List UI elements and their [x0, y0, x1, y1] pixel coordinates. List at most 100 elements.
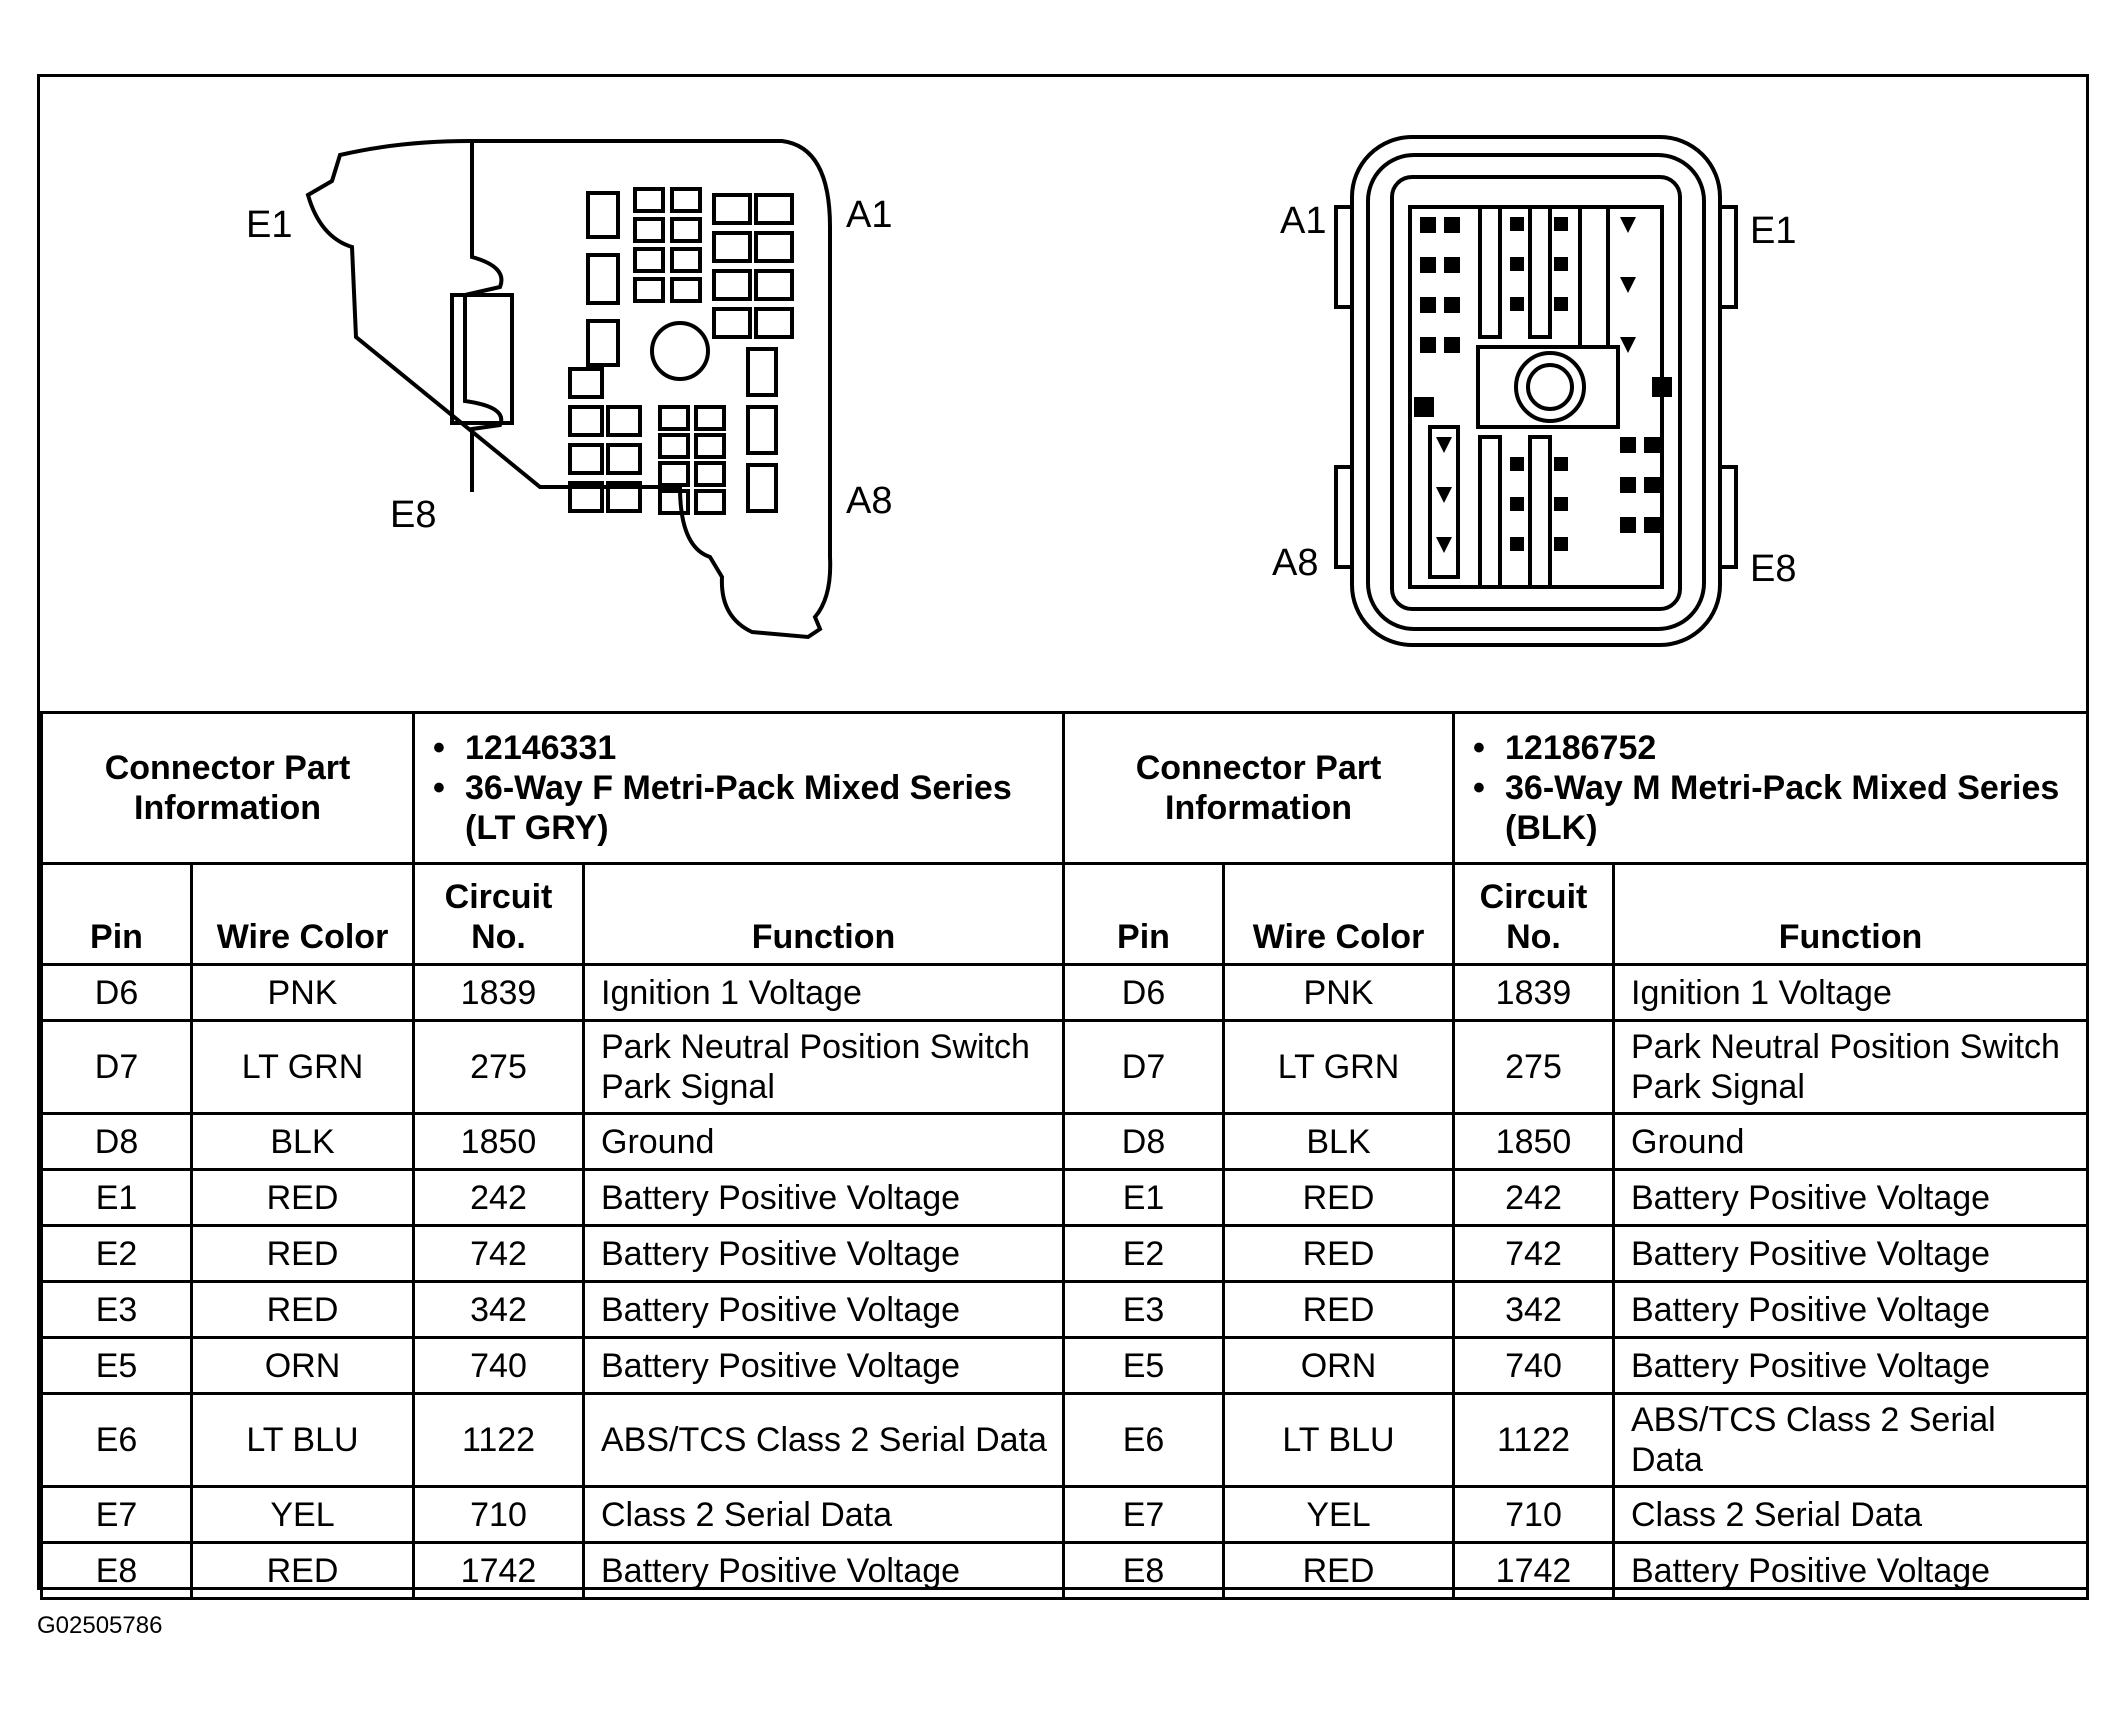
- function-cell: Battery Positive Voltage: [1611, 1336, 2090, 1395]
- function-cell: Ground: [1611, 1112, 2090, 1171]
- circuit-cell: 275: [1452, 1019, 1615, 1115]
- function-cell: Park Neutral Position Switch Park Signal: [582, 1019, 1065, 1115]
- col-header-wire-color-left: Wire Color: [190, 862, 415, 966]
- col-header-circuit-right: Circuit No.: [1452, 862, 1615, 966]
- wire-color-cell: RED: [1222, 1224, 1455, 1283]
- left-label-e8: E8: [390, 494, 436, 536]
- wire-color-cell: RED: [190, 1280, 415, 1339]
- part-number-left: 12146331: [433, 728, 1052, 768]
- pin-cell: E1: [40, 1168, 193, 1227]
- wire-color-cell: RED: [1222, 1280, 1455, 1339]
- function-cell: Battery Positive Voltage: [582, 1541, 1065, 1600]
- circuit-cell: 1122: [1452, 1392, 1615, 1488]
- function-cell: Battery Positive Voltage: [582, 1224, 1065, 1283]
- function-cell: Ignition 1 Voltage: [582, 963, 1065, 1022]
- pin-cell: D8: [1062, 1112, 1225, 1171]
- function-cell: Ground: [582, 1112, 1065, 1171]
- pin-cell: E5: [40, 1336, 193, 1395]
- circuit-cell: 742: [1452, 1224, 1615, 1283]
- wire-color-cell: RED: [190, 1224, 415, 1283]
- table-row: E2 RED 742 Battery Positive Voltage E2 R…: [40, 1224, 2090, 1283]
- pin-cell: E2: [40, 1224, 193, 1283]
- wire-color-cell: RED: [1222, 1168, 1455, 1227]
- connector-drawings: E1 A1 E8 A8: [246, 135, 1796, 647]
- right-label-a8: A8: [1272, 542, 1318, 584]
- pin-cell: E8: [40, 1541, 193, 1600]
- circuit-cell: 1850: [412, 1112, 585, 1171]
- pin-cell: E3: [1062, 1280, 1225, 1339]
- circuit-cell: 1850: [1452, 1112, 1615, 1171]
- circuit-cell: 740: [412, 1336, 585, 1395]
- function-cell: Battery Positive Voltage: [582, 1280, 1065, 1339]
- circuit-cell: 1839: [1452, 963, 1615, 1022]
- col-header-wire-color-right: Wire Color: [1222, 862, 1455, 966]
- table-row: D7 LT GRN 275 Park Neutral Position Swit…: [40, 1019, 2090, 1115]
- table-row: E6 LT BLU 1122 ABS/TCS Class 2 Serial Da…: [40, 1392, 2090, 1488]
- pin-cell: D7: [40, 1019, 193, 1115]
- part-info-heading-right: Connector Part Information: [1062, 711, 1455, 865]
- pin-cell: E2: [1062, 1224, 1225, 1283]
- table-row: E1 RED 242 Battery Positive Voltage E1 R…: [40, 1168, 2090, 1227]
- part-info-heading-left: Connector Part Information: [40, 711, 415, 865]
- col-header-function-left: Function: [582, 862, 1065, 966]
- wire-color-cell: LT BLU: [190, 1392, 415, 1488]
- connector-pinout-table: Connector Part Information 12146331 36-W…: [40, 711, 2090, 1600]
- left-label-a1: A1: [846, 194, 892, 236]
- pin-cell: D8: [40, 1112, 193, 1171]
- table-row: D8 BLK 1850 Ground D8 BLK 1850 Ground: [40, 1112, 2090, 1171]
- pin-cell: E7: [1062, 1485, 1225, 1544]
- function-cell: Battery Positive Voltage: [582, 1336, 1065, 1395]
- part-info-value-right: 12186752 36-Way M Metri-Pack Mixed Serie…: [1451, 711, 2090, 865]
- left-label-e1: E1: [246, 204, 292, 246]
- column-header-row: Pin Wire Color Circuit No. Function Pin …: [40, 862, 2090, 966]
- wire-color-cell: PNK: [190, 963, 415, 1022]
- diagram-frame: E1 A1 E8 A8: [37, 74, 2090, 1600]
- function-cell: ABS/TCS Class 2 Serial Data: [1611, 1392, 2090, 1488]
- wire-color-cell: BLK: [190, 1112, 415, 1171]
- col-header-circuit-left: Circuit No.: [412, 862, 585, 966]
- wire-color-cell: PNK: [1222, 963, 1455, 1022]
- circuit-cell: 1742: [412, 1541, 585, 1600]
- circuit-cell: 1839: [412, 963, 585, 1022]
- circuit-cell: 275: [412, 1019, 585, 1115]
- circuit-cell: 242: [412, 1168, 585, 1227]
- circuit-cell: 242: [1452, 1168, 1615, 1227]
- table-row: D6 PNK 1839 Ignition 1 Voltage D6 PNK 18…: [40, 963, 2090, 1022]
- wire-color-cell: YEL: [1222, 1485, 1455, 1544]
- function-cell: ABS/TCS Class 2 Serial Data: [582, 1392, 1065, 1488]
- function-cell: Battery Positive Voltage: [1611, 1168, 2090, 1227]
- function-cell: Battery Positive Voltage: [1611, 1280, 2090, 1339]
- pin-cell: E6: [1062, 1392, 1225, 1488]
- function-cell: Battery Positive Voltage: [582, 1168, 1065, 1227]
- right-label-a1: A1: [1280, 200, 1326, 242]
- wire-color-cell: LT BLU: [1222, 1392, 1455, 1488]
- function-cell: Ignition 1 Voltage: [1611, 963, 2090, 1022]
- col-header-pin-left: Pin: [40, 862, 193, 966]
- circuit-cell: 710: [1452, 1485, 1615, 1544]
- wire-color-cell: RED: [1222, 1541, 1455, 1600]
- function-cell: Class 2 Serial Data: [1611, 1485, 2090, 1544]
- wire-color-cell: YEL: [190, 1485, 415, 1544]
- pin-cell: E6: [40, 1392, 193, 1488]
- wire-color-cell: RED: [190, 1541, 415, 1600]
- pin-cell: E1: [1062, 1168, 1225, 1227]
- wire-color-cell: BLK: [1222, 1112, 1455, 1171]
- right-label-e8: E8: [1750, 548, 1796, 590]
- pin-cell: E8: [1062, 1541, 1225, 1600]
- right-connector-terminals: [1414, 217, 1672, 553]
- circuit-cell: 342: [412, 1280, 585, 1339]
- wire-color-cell: RED: [190, 1168, 415, 1227]
- circuit-cell: 1742: [1452, 1541, 1615, 1600]
- pin-cell: D6: [1062, 963, 1225, 1022]
- table-row: E7 YEL 710 Class 2 Serial Data E7 YEL 71…: [40, 1485, 2090, 1544]
- pin-cell: E3: [40, 1280, 193, 1339]
- col-header-pin-right: Pin: [1062, 862, 1225, 966]
- function-cell: Park Neutral Position Switch Park Signal: [1611, 1019, 2090, 1115]
- left-label-a8: A8: [846, 480, 892, 522]
- connector-description-right: 36-Way M Metri-Pack Mixed Series (BLK): [1473, 768, 2076, 848]
- wire-color-cell: LT GRN: [1222, 1019, 1455, 1115]
- pin-cell: E5: [1062, 1336, 1225, 1395]
- circuit-cell: 742: [412, 1224, 585, 1283]
- right-connector-drawing: [1334, 135, 1738, 647]
- right-label-e1: E1: [1750, 210, 1796, 252]
